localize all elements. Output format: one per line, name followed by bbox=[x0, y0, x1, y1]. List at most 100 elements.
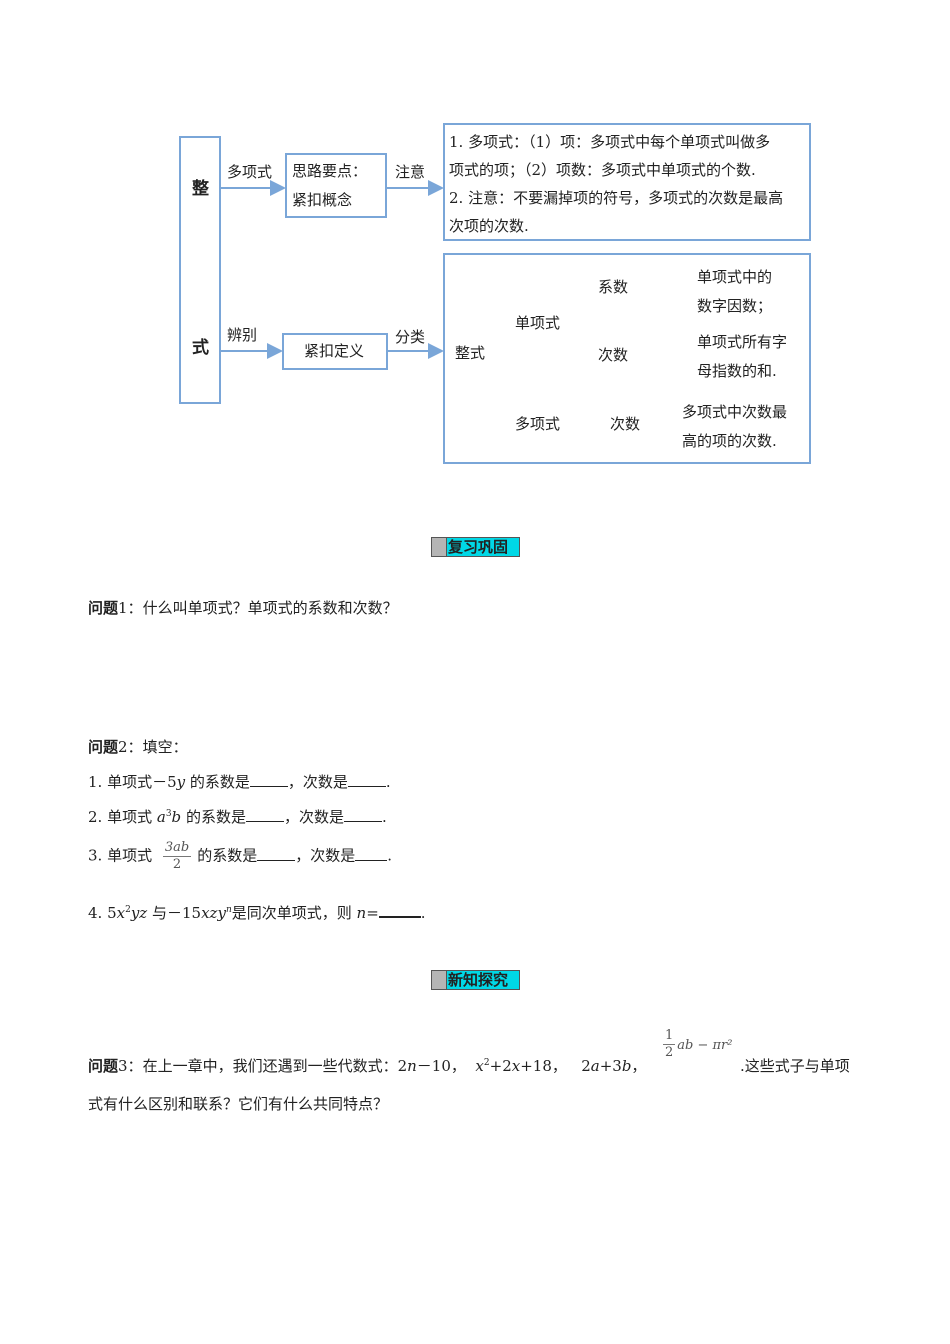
siluyaodian-box bbox=[285, 153, 387, 218]
note-line-4: 次项的次数. bbox=[449, 217, 529, 235]
label-fenlei: 分类 bbox=[395, 328, 426, 346]
q1-label: 问题 bbox=[88, 599, 119, 617]
q2-i4-yz: yz bbox=[130, 904, 148, 922]
desc-xishu-2: 数字因数； bbox=[697, 297, 773, 315]
shi-char: 式 bbox=[192, 338, 209, 358]
q2-i4-xzy: xzy bbox=[201, 904, 226, 922]
q2-item-4: 4. 5x2yz 与－15xzyn是同次单项式，则 n=. bbox=[88, 902, 426, 923]
q3-e1-var: n bbox=[407, 1057, 417, 1075]
frac-den: 2 bbox=[172, 857, 182, 872]
q3-pre: 在上一章中，我们还遇到一些代数式：2 bbox=[142, 1057, 408, 1075]
q2-label: 问题 bbox=[88, 738, 119, 756]
section-review-marker bbox=[432, 538, 447, 556]
q2-i4-pre: 4. 5 bbox=[88, 904, 117, 922]
frac-num: 3ab bbox=[162, 840, 192, 857]
q3-e2-exp: 2 bbox=[483, 1058, 490, 1068]
q2-i2-mid2: ，次数是 bbox=[283, 808, 344, 826]
q3-e3-mid: +3 bbox=[599, 1057, 622, 1075]
section-explore-header: 新知探究 bbox=[431, 970, 520, 990]
q3-formula-fraction: 1 2 ab − πr² bbox=[663, 1028, 732, 1061]
q2-text: 填空： bbox=[142, 738, 188, 756]
q3-line2: 式有什么区别和联系？它们有什么共同特点？ bbox=[88, 1093, 388, 1114]
classification-box bbox=[443, 253, 811, 464]
q2-i2-pre: 2. 单项式 bbox=[88, 808, 157, 826]
q2-item-1: 1. 单项式－5y 的系数是，次数是. bbox=[88, 771, 391, 792]
label-bianbie: 辨别 bbox=[227, 326, 258, 344]
q2-i1-mid: 的系数是 bbox=[189, 773, 250, 791]
blank-2a[interactable] bbox=[245, 807, 284, 822]
question-3: 问题3：在上一章中，我们还遇到一些代数式：2n－10， x2+2x+18， 2a… bbox=[88, 1055, 646, 1076]
section-review-header: 复习巩固 bbox=[431, 537, 520, 557]
note-line-2: 项式的项；（2）项数：多项式中单项式的个数. bbox=[449, 161, 756, 179]
desc-cishu-1: 单项式所有字 bbox=[697, 333, 788, 351]
q2-i1-mid2: ，次数是 bbox=[287, 773, 348, 791]
q3-e2-x2: x bbox=[511, 1057, 521, 1075]
q3-e3: 2 bbox=[581, 1057, 591, 1075]
q2-i1-end: . bbox=[385, 773, 391, 791]
q2-i4-x: x bbox=[116, 904, 126, 922]
q3-frac-den: 2 bbox=[665, 1045, 674, 1060]
blank-1b[interactable] bbox=[347, 772, 386, 787]
node-duoxiangshi: 多项式 bbox=[515, 415, 561, 433]
root-zhengshi: 整式 bbox=[455, 344, 486, 362]
q3-post: .这些式子与单项 bbox=[740, 1055, 850, 1076]
section-explore-marker bbox=[432, 971, 447, 989]
desc-poly-2: 高的项的次数. bbox=[682, 432, 777, 450]
siluyaodian-line1: 思路要点： bbox=[292, 162, 368, 180]
q3-frac-num: 1 bbox=[663, 1028, 676, 1045]
q3-e3-a: a bbox=[590, 1057, 600, 1075]
desc-xishu-1: 单项式中的 bbox=[697, 268, 773, 286]
note-box bbox=[443, 123, 811, 241]
q2-i2-exp: 3 bbox=[165, 809, 172, 819]
q2-i4-mid2: 是同次单项式，则 bbox=[231, 904, 357, 922]
label-duoxiangshi: 多项式 bbox=[227, 163, 273, 181]
fraction-3ab-over-2: 3ab 2 bbox=[162, 840, 192, 873]
q3-e2-x: x bbox=[475, 1057, 484, 1075]
q3-e3-b: b bbox=[621, 1057, 632, 1075]
desc-cishu-2: 母指数的和. bbox=[697, 362, 777, 380]
jinkoudingyi-box bbox=[282, 333, 388, 370]
q2-i2-mid: 的系数是 bbox=[185, 808, 246, 826]
desc-poly-1: 多项式中次数最 bbox=[682, 403, 788, 421]
question-1: 问题1：什么叫单项式？单项式的系数和次数？ bbox=[88, 597, 398, 618]
q2-i4-nexp: n bbox=[225, 905, 232, 915]
node-cishu: 次数 bbox=[598, 346, 629, 364]
q3-line2-text: 式有什么区别和联系？它们有什么共同特点？ bbox=[88, 1095, 389, 1113]
q2-i2-a: a bbox=[156, 808, 166, 826]
q3-num: 3： bbox=[118, 1057, 143, 1075]
node-xishu: 系数 bbox=[598, 278, 629, 296]
q2-i4-end: . bbox=[420, 904, 426, 922]
q2-i4-n: n bbox=[356, 904, 367, 922]
q2-i4-eq: = bbox=[366, 904, 379, 922]
blank-4[interactable] bbox=[378, 902, 421, 918]
q2-i2-b: b bbox=[171, 808, 182, 826]
q2-i3-end: . bbox=[387, 846, 393, 865]
q2-i4-mid: 与－15 bbox=[152, 904, 202, 922]
blank-3a[interactable] bbox=[257, 846, 296, 861]
q3-e2-rest: +2 bbox=[489, 1057, 512, 1075]
section-review-title: 复习巩固 bbox=[448, 538, 509, 556]
section-explore-title: 新知探究 bbox=[448, 971, 509, 989]
node-danxiangshi: 单项式 bbox=[515, 314, 561, 332]
zheng-char: 整 bbox=[192, 179, 209, 199]
q2-i1-var: y bbox=[176, 773, 186, 791]
q2-num: 2： bbox=[118, 738, 143, 756]
q3-frac-tail: ab − πr² bbox=[677, 1038, 733, 1053]
q2-i4-xexp: 2 bbox=[125, 905, 131, 915]
label-zhuyi: 注意 bbox=[395, 163, 426, 181]
blank-2b[interactable] bbox=[343, 807, 382, 822]
q2-item-2: 2. 单项式 a3b 的系数是，次数是. bbox=[88, 806, 387, 827]
q3-e2-rest2: +18， bbox=[520, 1057, 567, 1075]
question-2: 问题2：填空： bbox=[88, 736, 188, 757]
note-line-1: 1. 多项式：（1）项：多项式中每个单项式叫做多 bbox=[449, 133, 771, 151]
q3-e1-rest: －10， bbox=[416, 1057, 466, 1075]
blank-1a[interactable] bbox=[249, 772, 288, 787]
q3-frac: 1 2 bbox=[663, 1028, 676, 1061]
siluyaodian-line2: 紧扣概念 bbox=[292, 191, 353, 209]
zhengshi-box bbox=[179, 136, 221, 404]
q2-i3-mid2: ，次数是 bbox=[295, 846, 356, 865]
q2-i3-mid: 的系数是 bbox=[197, 846, 258, 865]
blank-3b[interactable] bbox=[355, 846, 388, 861]
node-poly-cishu: 次数 bbox=[610, 415, 641, 433]
q1-text: 什么叫单项式？单项式的系数和次数？ bbox=[142, 599, 398, 617]
